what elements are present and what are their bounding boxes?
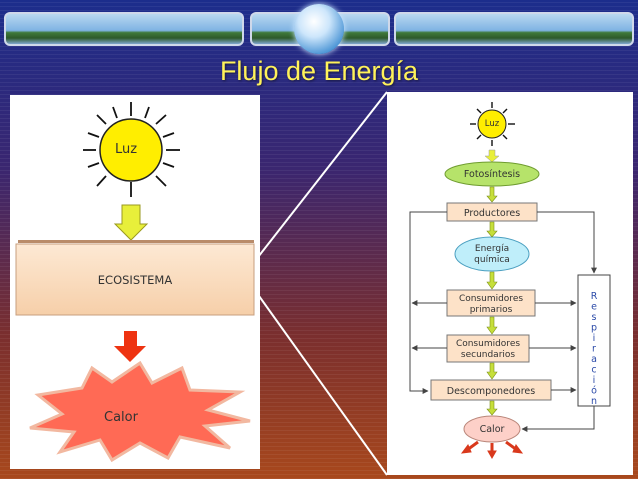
chemical-energy-node [454, 236, 530, 272]
right-landscape-banner [394, 12, 634, 46]
secondary-consumers-line1: Consumidores [456, 339, 520, 349]
right-sun [470, 102, 515, 146]
left-loop-connector [409, 211, 447, 394]
decomposers-label: Descomponedores [447, 386, 535, 397]
ecosystem-box [15, 243, 255, 316]
right-respiration-connectors [521, 211, 597, 432]
primary-consumers-line2: primarios [470, 305, 513, 315]
respiration-box [577, 274, 611, 407]
respiration-letter: i [593, 333, 596, 344]
heat-output-arrows [460, 440, 524, 460]
chain-arrows [486, 186, 498, 416]
respiration-letter: ó [591, 386, 597, 397]
ecosystem-label: ECOSISTEMA [98, 273, 173, 287]
respiration-letter: e [591, 302, 597, 313]
respiration-letter: c [591, 365, 596, 376]
primary-consumers-line1: Consumidores [459, 294, 523, 304]
respiration-letter: n [591, 396, 597, 407]
red-arrow-icon [114, 331, 146, 362]
respiration-letter: i [593, 375, 596, 386]
left-heat-label: Calor [104, 410, 139, 425]
photosynthesis-node [444, 161, 540, 187]
zoom-lines [243, 91, 388, 476]
yellow-arrow-icon [113, 204, 149, 241]
respiration-letter: R [591, 291, 598, 302]
heat-label: Calor [480, 424, 505, 435]
respiration-letter: r [592, 344, 596, 355]
respiration-letter: p [591, 323, 597, 334]
right-yellow-arrow-icon [484, 149, 500, 163]
page-title: Flujo de Energía [219, 56, 419, 86]
respiration-letter: a [591, 354, 597, 365]
heat-starburst [29, 360, 251, 463]
producers-label: Productores [464, 208, 520, 219]
respiration-letter: s [592, 312, 597, 323]
secondary-consumers-line2: secundarios [461, 350, 516, 360]
chemical-energy-line2: química [474, 255, 510, 265]
left-sun-label: Luz [115, 142, 137, 157]
right-sun-label: Luz [485, 119, 500, 129]
heat-node [463, 415, 521, 443]
left-sun [83, 102, 180, 197]
primary-consumers-node [446, 289, 536, 317]
globe-icon [294, 4, 344, 54]
left-landscape-banner [4, 12, 244, 46]
chemical-energy-line1: Energía [475, 244, 509, 254]
photosynthesis-label: Fotosíntesis [464, 169, 520, 180]
